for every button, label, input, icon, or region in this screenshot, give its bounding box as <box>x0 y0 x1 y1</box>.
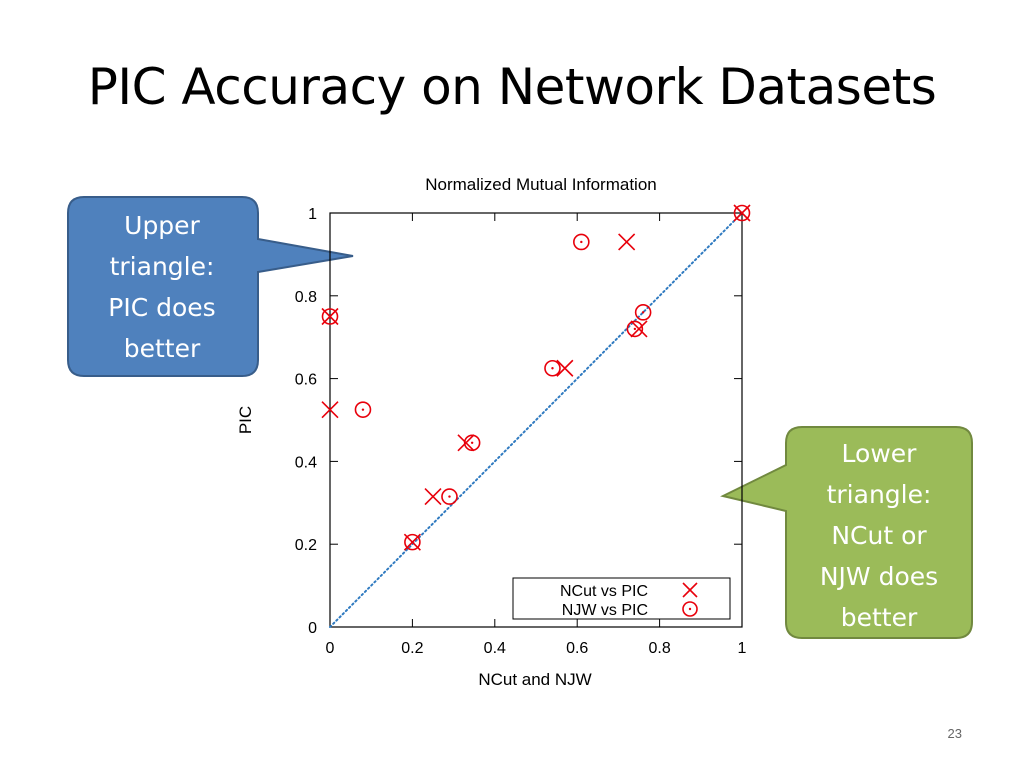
circle-dot <box>448 495 451 498</box>
ncut-point <box>321 401 339 419</box>
x-tick-label: 0.6 <box>566 640 588 657</box>
ncut-point <box>457 434 475 452</box>
circle-ring <box>463 434 481 452</box>
upper-callout-shape <box>67 196 354 377</box>
circle-ring <box>321 308 339 325</box>
x-axis-label: NCut and NJW <box>478 670 591 689</box>
ncut-point <box>556 359 574 377</box>
upper-callout-text: triangle: <box>110 252 215 281</box>
circle-dot <box>551 367 554 370</box>
cross-stroke <box>556 359 574 377</box>
njw-point <box>441 488 458 505</box>
circle-ring <box>634 304 652 321</box>
chart-axes <box>329 212 743 628</box>
legend-marker-circle <box>682 601 698 617</box>
cross-stroke <box>682 582 698 598</box>
cross-stroke <box>424 488 442 506</box>
upper-callout-text: Upper <box>124 211 200 240</box>
legend-label: NCut vs PIC <box>560 583 648 600</box>
x-tick-label: 0 <box>326 640 335 657</box>
ncut-point <box>630 320 648 338</box>
circle-ring <box>544 359 561 377</box>
circle-dot <box>470 441 474 444</box>
legend-marker-cross <box>682 582 698 598</box>
circle-ring <box>626 320 644 338</box>
upper-callout-text: PIC does <box>108 293 215 322</box>
legend-label: NJW vs PIC <box>562 602 648 619</box>
upper-callout-text: better <box>124 334 201 363</box>
y-tick-label: 0.6 <box>295 372 317 389</box>
njw-point <box>354 401 372 418</box>
njw-point <box>634 304 652 321</box>
circle-dot <box>740 211 744 215</box>
y-tick-label: 0.8 <box>295 289 317 306</box>
lower-callout-text: NJW does <box>820 562 938 591</box>
lower-callout-text: better <box>841 603 918 632</box>
y-axis-label: PIC <box>236 406 255 434</box>
circle-dot <box>688 607 692 611</box>
circle-ring <box>354 401 372 418</box>
x-tick-label: 0.8 <box>648 640 670 657</box>
circle-dot <box>633 327 637 331</box>
plot-frame <box>329 212 743 628</box>
circle-ring <box>441 488 458 505</box>
diagonal-line <box>329 212 743 628</box>
njw-point <box>733 204 751 222</box>
circle-ring <box>682 601 698 617</box>
legend-box <box>512 577 731 620</box>
circle-dot <box>641 311 645 314</box>
njw-point <box>404 533 421 551</box>
y-tick-label: 1 <box>308 206 317 223</box>
x-tick-label: 1 <box>738 640 747 657</box>
y-tick-label: 0 <box>308 620 317 637</box>
chart-legend: NCut vs PIC NJW vs PIC <box>512 577 731 620</box>
cross-stroke <box>457 434 475 452</box>
lower-callout-text: NCut or <box>831 521 927 550</box>
circle-ring <box>404 533 421 551</box>
circle-ring <box>733 204 751 222</box>
lower-callout-text: triangle: <box>827 480 932 509</box>
slide-title: PIC Accuracy on Network Datasets <box>87 58 937 116</box>
circle-dot <box>361 408 365 411</box>
x-tick-label: 0.2 <box>401 640 423 657</box>
ncut-point <box>618 233 636 251</box>
circle-dot <box>580 240 583 244</box>
njw-point <box>626 320 644 338</box>
lower-callout-shape <box>720 426 973 639</box>
data-points <box>321 204 751 551</box>
chart-title: Normalized Mutual Information <box>425 175 656 194</box>
cross-stroke <box>321 401 339 419</box>
diagonal-reference <box>329 212 743 628</box>
chart-text: 0 0.2 0.4 0.6 0.8 1 0 0.2 0.4 0.6 0.8 1 Normalized M… <box>236 175 747 689</box>
cross-stroke <box>618 233 636 251</box>
njw-point <box>321 308 339 325</box>
lower-callout-text: Lower <box>842 439 918 468</box>
circle-ring <box>573 233 590 251</box>
ncut-point <box>424 488 442 506</box>
circle-dot <box>328 315 332 318</box>
x-tick-label: 0.4 <box>484 640 506 657</box>
njw-point <box>573 233 590 251</box>
y-tick-label: 0.4 <box>295 454 317 471</box>
njw-point <box>544 359 561 377</box>
page-number: 23 <box>947 726 962 741</box>
circle-dot <box>411 540 414 544</box>
y-tick-label: 0.2 <box>295 537 317 554</box>
cross-stroke <box>630 320 648 338</box>
njw-point <box>463 434 481 452</box>
